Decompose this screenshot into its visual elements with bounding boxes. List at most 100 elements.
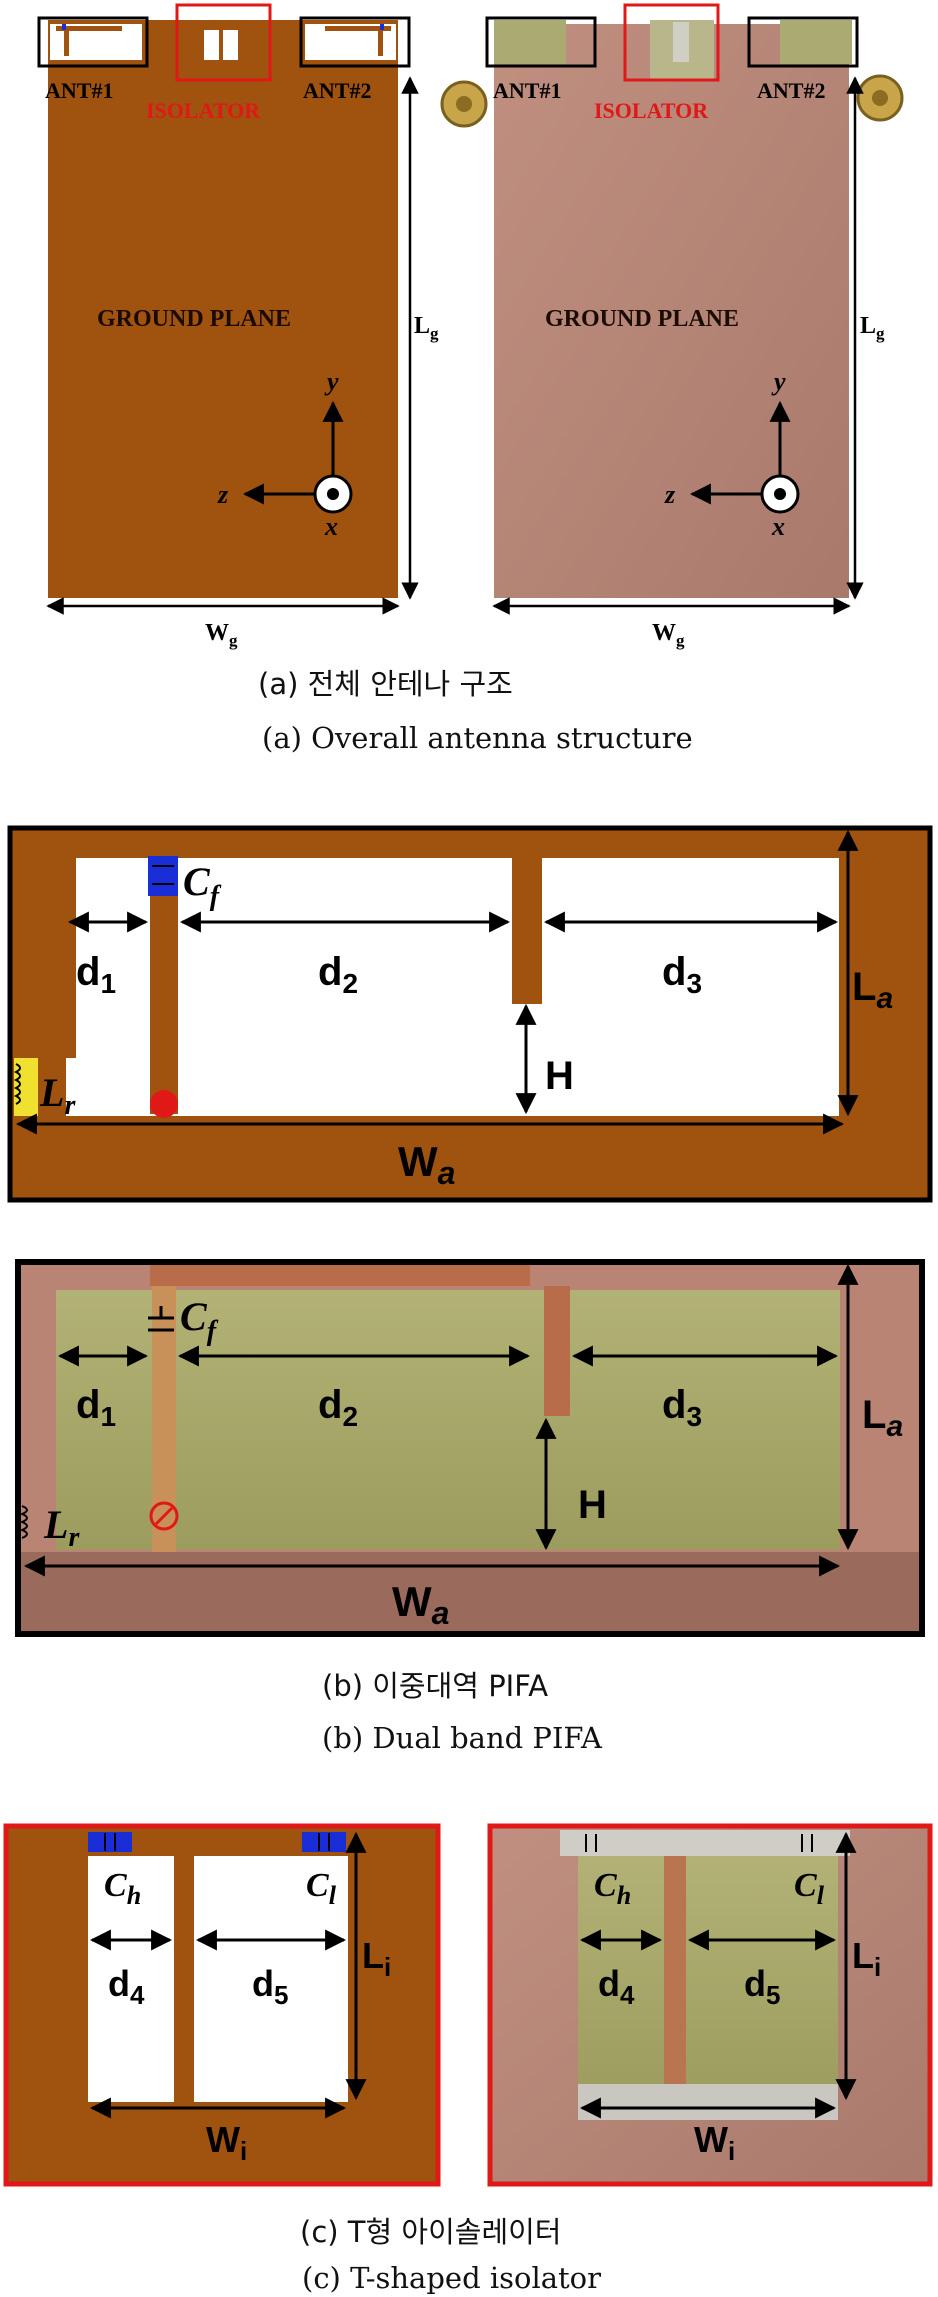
isolator-photo-cl-label: Cl [794, 1867, 825, 1910]
panel-c-model: Ch Cl d4 d5 Li Wi [3, 1823, 441, 2187]
pifa-bottom-ground [10, 1116, 930, 1200]
caption-b-en: (b) Dual band PIFA [322, 1721, 603, 1755]
ant2-cap [380, 24, 384, 30]
pifa-photo-d3-label: d3 [662, 1383, 702, 1432]
pifa-lr-label: Lr [39, 1070, 76, 1121]
pifa-photo-h-label: H [578, 1483, 607, 1527]
sma-connector-left-core [456, 96, 472, 112]
isolator-wi-label: Wi [206, 2119, 247, 2166]
isolator-ch-label: Ch [104, 1867, 141, 1910]
axis-y-label: y [324, 367, 339, 396]
ant2-box [299, 16, 411, 68]
pifa-d1-label: d1 [76, 950, 116, 999]
pifa-cf-label: Cf [183, 859, 222, 912]
photo-axis-y-label: y [771, 367, 786, 396]
pifa-cf-capacitor [148, 856, 178, 896]
isolator-stub [219, 30, 223, 60]
photo-ground-plane-label: GROUND PLANE [545, 306, 739, 332]
isolator-photo-bottom-solder [578, 2084, 838, 2120]
ant2-label: ANT#2 [303, 78, 371, 103]
isolator-photo-d5-label: d5 [744, 1963, 780, 2010]
photo-ant2 [780, 20, 852, 64]
ant2-arm [325, 26, 391, 31]
photo-axis-x-label: x [771, 512, 785, 541]
pifa-photo-la-label: La [862, 1393, 903, 1443]
isolator-photo-right-slot [686, 1856, 838, 2102]
ant1-feed [64, 26, 69, 56]
pifa-d2-label: d2 [318, 950, 358, 999]
sma-connector-right-core [872, 90, 888, 106]
isolator-model-left-slot [88, 1856, 174, 2102]
panel-b-model: Cf d1 d2 d3 La H Lr Wa [7, 825, 933, 1203]
photo-ant1-box [485, 16, 597, 68]
panel-c-photo: Ch Cl d4 d5 Li Wi [487, 1823, 933, 2187]
pifa-substrate [66, 858, 839, 1116]
pifa-photo-short [544, 1286, 570, 1416]
isolator-cl-capacitor [302, 1832, 346, 1852]
photo-axis-z-label: z [664, 480, 676, 509]
isolator-photo-wi-label: Wi [694, 2119, 735, 2166]
photo-x-axis-dot [774, 488, 786, 500]
pifa-model-frame [7, 825, 933, 1203]
isolator-d4-label: d4 [108, 1963, 145, 2010]
isolator-photo-stub [664, 1856, 686, 2102]
pifa-photo-d1-label: d1 [76, 1383, 116, 1432]
pifa-wa-label: Wa [398, 1138, 455, 1191]
ant2-feed [378, 26, 383, 56]
photo-isolator-strip [673, 22, 689, 62]
isolator-ch-capacitor [88, 1832, 132, 1852]
caption-c-ko: (c) T형 아이솔레이터 [300, 2215, 561, 2249]
ant1-cap [62, 24, 66, 30]
isolator-photo-li-label: Li [852, 1935, 881, 1982]
ant1-box [37, 16, 149, 68]
photo-ant2-label: ANT#2 [757, 78, 825, 103]
photo-isolator-box [623, 3, 720, 82]
isolator-photo-top-solder [560, 1830, 850, 1856]
wg-label: Wg [205, 620, 238, 650]
pifa-d3-label: d3 [662, 950, 702, 999]
isolator-cl-label: Cl [306, 1867, 337, 1910]
ant1-arm [56, 26, 122, 31]
caption-b-ko: (b) 이중대역 PIFA [322, 1669, 548, 1703]
panel-b-photo: Cf d1 d2 d3 La H Lr Wa [15, 1259, 925, 1637]
photo-isolator-label: ISOLATOR [594, 98, 709, 123]
pifa-photo-feed-mark [149, 1501, 179, 1531]
isolator-photo-d4-label: d4 [598, 1963, 635, 2010]
isolator-model-frame [3, 1823, 441, 2187]
pifa-left-stub [66, 858, 76, 1058]
axis-x-label: x [324, 512, 338, 541]
pifa-lr-coil [13, 1063, 21, 1105]
pifa-photo-cf-label: Cf [180, 1294, 219, 1347]
ant1-label: ANT#1 [45, 78, 113, 103]
panel-a-model: ANT#1 ISOLATOR ANT#2 GROUND PLANE y z x … [37, 3, 439, 650]
isolator-photo-left-slot [578, 1856, 664, 2102]
photo-wg-label: Wg [652, 620, 685, 650]
isolator-box [175, 3, 272, 82]
isolator-photo-ch-label: Ch [594, 1867, 631, 1910]
caption-a-en: (a) Overall antenna structure [262, 721, 693, 755]
pifa-photo-d2-label: d2 [318, 1383, 358, 1432]
pifa-feed-point [150, 1090, 178, 1118]
photo-lg-label: Lg [860, 313, 885, 343]
pifa-photo-frame [15, 1259, 925, 1637]
photo-ant1 [494, 20, 566, 64]
caption-c-en: (c) T-shaped isolator [302, 2261, 601, 2295]
panel-a-photo: ANT#1 ISOLATOR ANT#2 GROUND PLANE y z x … [440, 3, 904, 650]
pifa-photo-lr-coil [19, 1505, 28, 1539]
pifa-photo-lr-label: Lr [43, 1502, 80, 1553]
pifa-la-label: La [852, 965, 893, 1015]
isolator-li-label: Li [362, 1935, 391, 1982]
pifa-short-stub [512, 836, 542, 1004]
ground-plane-label: GROUND PLANE [97, 306, 291, 332]
pifa-photo-top-arm [150, 1262, 530, 1286]
lg-label: Lg [414, 313, 439, 343]
isolator-photo-frame [487, 1823, 933, 2187]
pifa-photo-feed-slash [154, 1506, 174, 1526]
isolator-label: ISOLATOR [146, 98, 261, 123]
photo-ant1-label: ANT#1 [493, 78, 561, 103]
pifa-top-arm [150, 836, 540, 858]
x-axis-dot [327, 488, 339, 500]
pifa-photo-wa-label: Wa [392, 1578, 449, 1631]
photo-ant2-box [747, 16, 859, 68]
